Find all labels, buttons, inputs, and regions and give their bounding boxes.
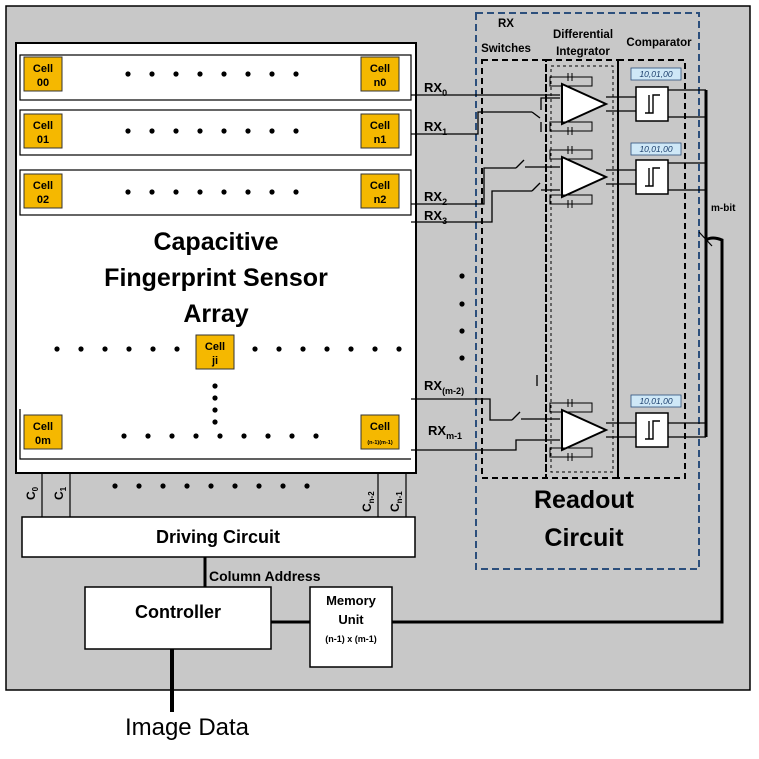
column-address-label: Column Address bbox=[209, 568, 321, 584]
rx2-label: RX2 bbox=[424, 189, 447, 207]
svg-text:0m: 0m bbox=[35, 435, 51, 447]
svg-text:Cell: Cell bbox=[370, 421, 390, 433]
svg-text:Cell: Cell bbox=[33, 120, 53, 132]
comparator-box bbox=[617, 59, 686, 479]
svg-text:Cell: Cell bbox=[370, 63, 390, 75]
svg-text:n1: n1 bbox=[374, 134, 387, 146]
comparator-tags: 10,01,00 10,01,00 10,01,00 bbox=[630, 67, 682, 408]
rx1-label: RX1 bbox=[424, 119, 447, 137]
column-lines bbox=[41, 473, 407, 517]
svg-text:Cell: Cell bbox=[370, 120, 390, 132]
rx-switch-contacts bbox=[511, 111, 542, 421]
svg-text:(n-1)(m-1): (n-1)(m-1) bbox=[367, 440, 393, 446]
svg-text:10,01,00: 10,01,00 bbox=[639, 69, 672, 79]
rx3-label: RX3 bbox=[424, 208, 447, 226]
rx-wires bbox=[411, 94, 560, 451]
svg-text:Cell: Cell bbox=[205, 341, 225, 353]
diff-integrator-inner-box bbox=[550, 65, 614, 473]
svg-text:Capacitive: Capacitive bbox=[153, 228, 278, 256]
comparator-label: Comparator bbox=[626, 37, 692, 49]
svg-text:n2: n2 bbox=[374, 194, 387, 206]
svg-text:01: 01 bbox=[37, 134, 49, 146]
cell-nm: Cell (n-1)(m-1) bbox=[360, 414, 400, 450]
svg-text:Cell: Cell bbox=[370, 180, 390, 192]
svg-text:C0: C0 bbox=[24, 486, 40, 500]
driving-circuit-box bbox=[21, 516, 416, 558]
svg-text:Cell: Cell bbox=[33, 63, 53, 75]
rx0-label: RX0 bbox=[424, 80, 447, 98]
svg-text:Cell: Cell bbox=[33, 180, 53, 192]
svg-text:10,01,00: 10,01,00 bbox=[639, 396, 672, 406]
mbit-label: m-bit bbox=[711, 203, 736, 214]
comparator-2 bbox=[635, 159, 669, 195]
svg-text:(n-1) x (m-1): (n-1) x (m-1) bbox=[325, 634, 377, 644]
cell-01: Cell 01 bbox=[23, 113, 63, 149]
svg-text:Fingerprint Sensor: Fingerprint Sensor bbox=[104, 264, 328, 292]
cell-n1: Cell n1 bbox=[360, 113, 400, 149]
comparator-3 bbox=[635, 412, 669, 448]
diff-integrator-label-1: Differential bbox=[553, 29, 613, 41]
image-data-label: Image Data bbox=[125, 714, 250, 741]
readout-section-labels: RX Switches Differential Integrator Comp… bbox=[481, 18, 692, 58]
column-labels: C0 C1 Cn-2 Cn-1 bbox=[24, 486, 404, 512]
cell-ji: Cell ji bbox=[195, 334, 235, 370]
svg-text:Unit: Unit bbox=[338, 612, 364, 627]
svg-text:Cn-1: Cn-1 bbox=[388, 491, 404, 512]
svg-text:10,01,00: 10,01,00 bbox=[639, 144, 672, 154]
svg-text:Cell: Cell bbox=[33, 421, 53, 433]
rx-labels: RX0 RX1 RX2 RX3 RX(m-2) RXm-1 bbox=[424, 80, 464, 441]
sensor-array-box bbox=[15, 42, 417, 474]
driving-circuit-label: Driving Circuit bbox=[156, 527, 280, 547]
cell-0m: Cell 0m bbox=[23, 414, 63, 450]
ellipsis-dots bbox=[54, 71, 465, 489]
comparator-1 bbox=[635, 86, 669, 122]
rx-switches-label-2: Switches bbox=[481, 43, 531, 55]
svg-text:00: 00 bbox=[37, 77, 49, 89]
svg-text:Cn-2: Cn-2 bbox=[360, 491, 376, 512]
integrator-to-comparator-wires bbox=[606, 96, 636, 438]
memory-unit-box bbox=[309, 586, 393, 668]
cell-02: Cell 02 bbox=[23, 173, 63, 209]
svg-text:C1: C1 bbox=[52, 486, 68, 500]
svg-text:02: 02 bbox=[37, 194, 49, 206]
cell-n2: Cell n2 bbox=[360, 173, 400, 209]
svg-text:Circuit: Circuit bbox=[544, 524, 624, 552]
cells: Cell 00 Cell 01 Cell 02 Cell n0 Cell n1 … bbox=[23, 56, 400, 450]
diff-integrator-label-2: Integrator bbox=[556, 46, 610, 58]
memory-unit-label: Memory Unit (n-1) x (m-1) bbox=[325, 593, 377, 644]
controller-box bbox=[84, 586, 272, 650]
svg-text:Memory: Memory bbox=[326, 593, 377, 608]
cell-n0: Cell n0 bbox=[360, 56, 400, 92]
svg-text:ji: ji bbox=[211, 355, 218, 367]
readout-title: Readout Circuit bbox=[534, 486, 635, 552]
output-bus bbox=[392, 89, 724, 624]
rxm1-label: RXm-1 bbox=[428, 423, 462, 441]
row-connectors bbox=[19, 54, 412, 460]
rxm2-label: RX(m-2) bbox=[424, 378, 464, 396]
svg-text:Readout: Readout bbox=[534, 486, 635, 514]
svg-text:Array: Array bbox=[183, 300, 248, 328]
cell-00: Cell 00 bbox=[23, 56, 63, 92]
rx-switches-label-1: RX bbox=[498, 18, 514, 30]
svg-text:n0: n0 bbox=[374, 77, 387, 89]
array-title: Capacitive Fingerprint Sensor Array bbox=[104, 228, 328, 328]
controller-label: Controller bbox=[135, 602, 221, 622]
